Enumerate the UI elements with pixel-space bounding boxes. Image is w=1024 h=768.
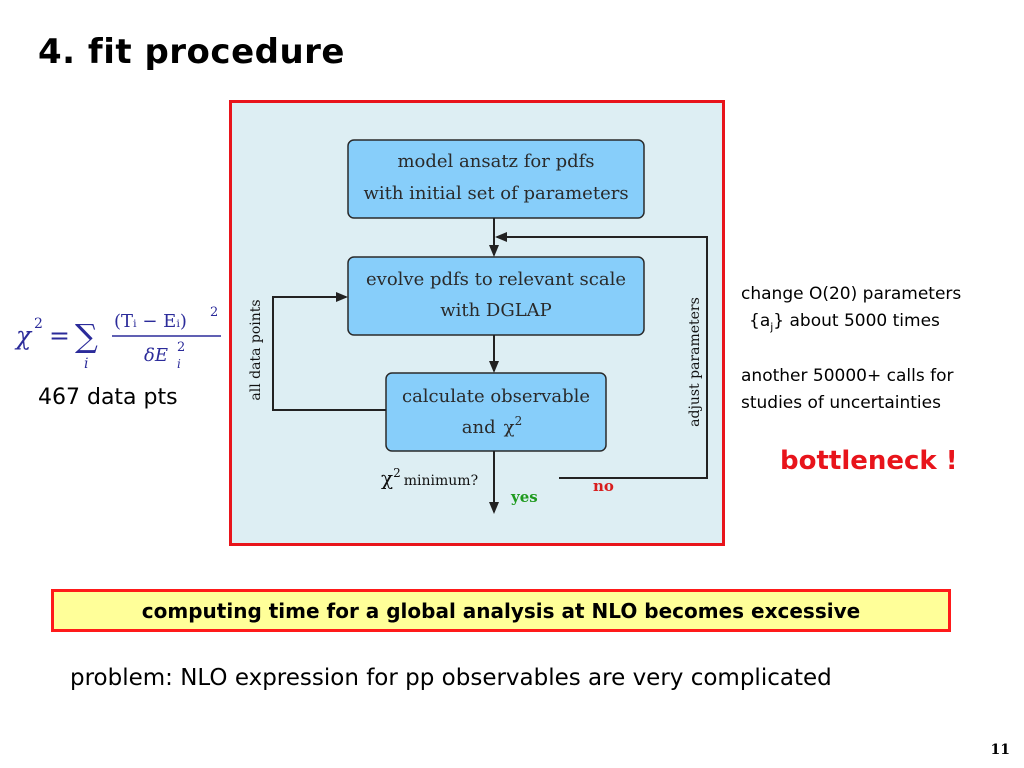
formula-numerator-exp: 2: [210, 305, 218, 320]
box-evolve-pdfs: [347, 256, 645, 336]
arrow-loop-adjust-parameters: [495, 232, 708, 479]
note-change-line2: {aj} about 5000 times: [749, 311, 940, 334]
formula-denominator-exp: 2: [177, 340, 185, 355]
label-all-data-points: all data points: [248, 299, 264, 400]
chi-square-formula: χ 2 = ∑ i (Tᵢ − Eᵢ) 2 δE 2 i: [14, 300, 224, 372]
note-calls-line2: studies of uncertainties: [741, 393, 941, 413]
box-model-ansatz-line2: with initial set of parameters: [363, 183, 628, 204]
label-no: no: [593, 477, 614, 495]
note-change-line1: change O(20) parameters: [741, 284, 962, 304]
label-adjust-parameters: adjust parameters: [687, 297, 703, 427]
banner-text: computing time for a global analysis at …: [141, 598, 861, 623]
formula-sum-index: i: [84, 356, 88, 372]
computing-time-banner: computing time for a global analysis at …: [51, 589, 951, 632]
box-calculate-observable: [385, 372, 607, 452]
note-calls-line1: another 50000+ calls for: [741, 366, 954, 386]
formula-equals: =: [49, 321, 70, 350]
box-evolve-pdfs-line2: with DGLAP: [440, 300, 552, 321]
page-number: 11: [990, 742, 1010, 758]
label-yes: yes: [510, 488, 538, 506]
data-points-count: 467 data pts: [38, 385, 178, 410]
fit-flowchart: model ansatz for pdfs with initial set o…: [229, 100, 725, 546]
note-change-parameters: change O(20) parameters {aj} about 5000 …: [741, 281, 961, 340]
box-evolve-pdfs-line1: evolve pdfs to relevant scale: [366, 269, 626, 290]
arrow-loop-all-data-points: [272, 292, 386, 411]
formula-denominator: δE: [144, 345, 168, 366]
bottleneck-label: bottleneck !: [780, 446, 958, 476]
formula-numerator: (Tᵢ − Eᵢ): [114, 311, 187, 332]
formula-denominator-sub: i: [177, 357, 181, 371]
slide-title: 4. fit procedure: [38, 32, 345, 72]
box-model-ansatz: [347, 139, 645, 219]
formula-chi-exp: 2: [34, 316, 43, 332]
box-calculate-observable-line1: calculate observable: [402, 386, 590, 407]
formula-chi: χ: [14, 321, 33, 350]
note-uncertainty-calls: another 50000+ calls for studies of unce…: [741, 363, 953, 417]
problem-statement: problem: NLO expression for pp observabl…: [70, 665, 832, 691]
box-model-ansatz-line1: model ansatz for pdfs: [397, 151, 594, 172]
formula-sum: ∑: [75, 317, 98, 355]
